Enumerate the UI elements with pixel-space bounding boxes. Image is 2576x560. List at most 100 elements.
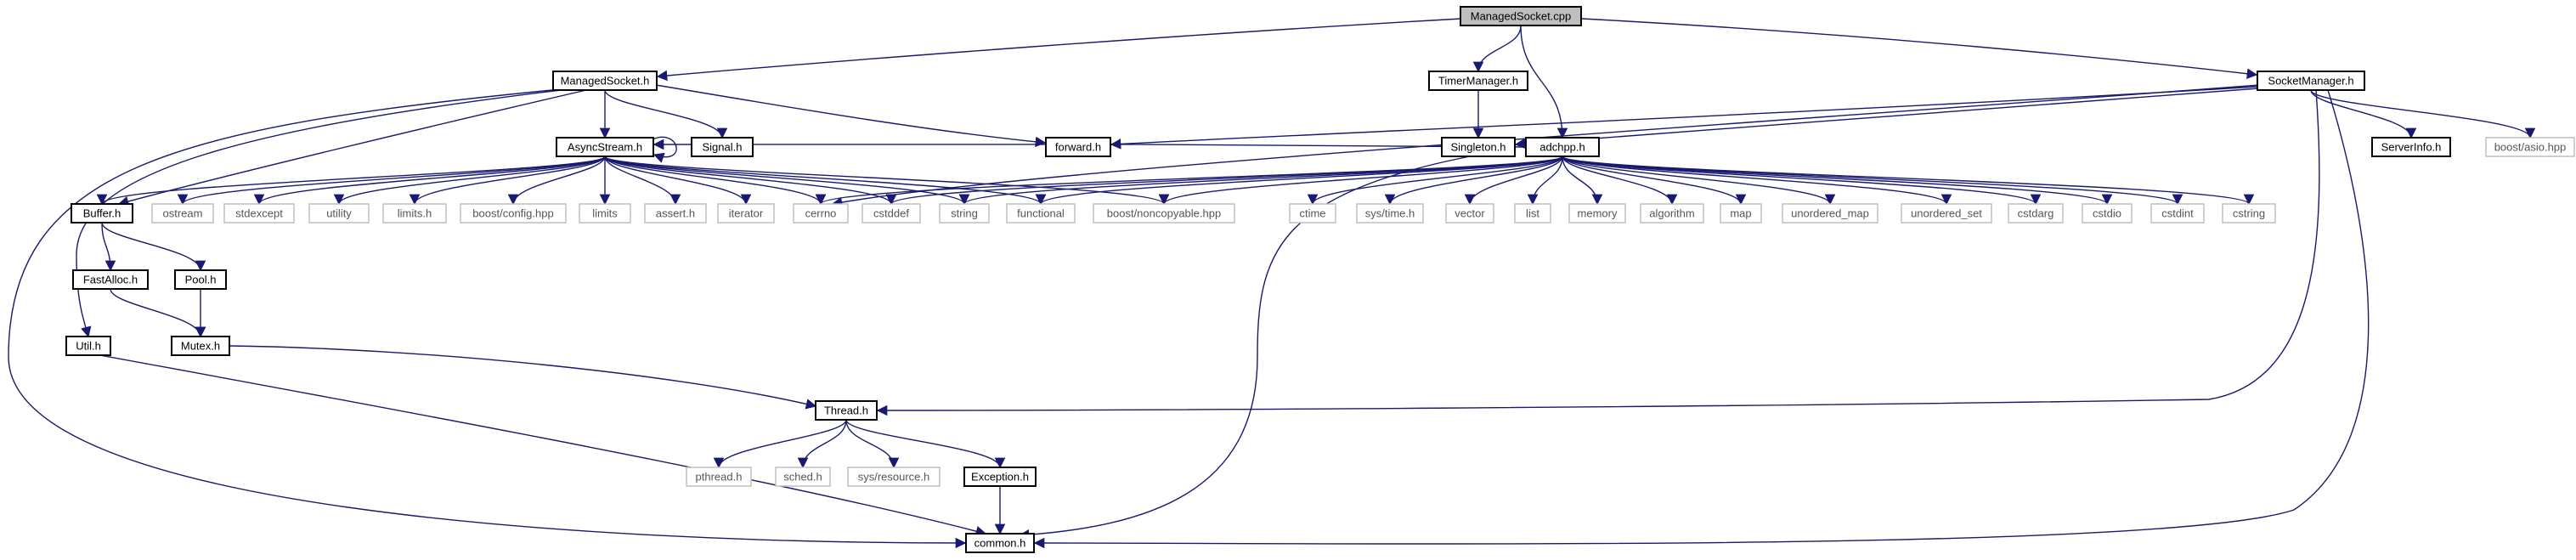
edge-asyncstream-h-to-asyncstream-h: [652, 136, 677, 163]
node-forward-h[interactable]: forward.h: [1045, 137, 1111, 157]
edge-managedsocket-h-to-common-h: [8, 89, 967, 549]
node-exception-h[interactable]: Exception.h: [963, 467, 1037, 487]
node-box: [1356, 203, 1424, 223]
node-label: pthread.h: [696, 470, 743, 483]
node-box: [965, 533, 1035, 553]
node-box: [2008, 203, 2064, 223]
node-label: iterator: [729, 206, 764, 219]
node-box: [1640, 203, 1704, 223]
node-box: [72, 269, 149, 290]
edge-asyncstream-h-to-cstddef: [604, 156, 897, 206]
edge-thread-h-to-pthread-h: [713, 419, 847, 469]
node-label: functional: [1017, 206, 1065, 219]
node-label: cstdio: [2093, 206, 2121, 219]
node-box: [1514, 203, 1551, 223]
edge-asyncstream-h-to-boost-noncopyable-hpp: [604, 156, 1170, 206]
node-box: [717, 203, 775, 223]
node-singleton-h[interactable]: Singleton.h: [1441, 137, 1516, 157]
node-label: limits: [592, 206, 618, 219]
node-label: FastAlloc.h: [83, 273, 138, 286]
node-label: SocketManager.h: [2268, 74, 2353, 87]
node-box: [1441, 137, 1516, 157]
node-signal-h[interactable]: Signal.h: [691, 137, 754, 157]
edge-fastalloc-h-to-mutex-h: [110, 288, 206, 338]
node-label: assert.h: [656, 206, 695, 219]
edge-managedsocket-h-to-buffer-h: [117, 89, 587, 207]
edge-asyncstream-h-to-limits-h: [409, 156, 606, 206]
node-box: [2082, 203, 2133, 223]
node-mutex-h[interactable]: Mutex.h: [171, 336, 230, 356]
node-thread-h[interactable]: Thread.h: [815, 400, 878, 421]
node-limits: limits: [579, 203, 631, 223]
node-label: stdexcept: [235, 206, 283, 219]
edge-managedsocket-h-to-util-h: [76, 89, 562, 338]
node-vector: vector: [1445, 203, 1494, 223]
node-string: string: [939, 203, 990, 223]
node-sys-time-h: sys/time.h: [1356, 203, 1424, 223]
edge-socketmanager-h-to-forward-h: [1110, 86, 2257, 150]
edge-asyncstream-h-to-boost-config-hpp: [507, 156, 606, 206]
node-label: cstdint: [2161, 206, 2194, 219]
edge-asyncstream-h-to-assert-h: [604, 156, 681, 206]
node-label: vector: [1455, 206, 1485, 219]
node-pthread-h: pthread.h: [686, 467, 752, 487]
node-box: [171, 336, 230, 356]
node-label: string: [951, 206, 978, 219]
node-label: cerrno: [805, 206, 837, 219]
edge-socketmanager-h-to-serverinfo-h: [2310, 89, 2417, 139]
node-label: unordered_map: [1791, 206, 1869, 219]
node-cstddef: cstddef: [861, 203, 921, 223]
edge-adchpp-h-to-algorithm: [1562, 156, 1678, 206]
node-box: [1289, 203, 1336, 223]
node-box: [1093, 203, 1235, 223]
node-asyncstream-h[interactable]: AsyncStream.h: [556, 137, 654, 157]
node-label: cstdarg: [2018, 206, 2054, 219]
node-label: AsyncStream.h: [568, 140, 642, 153]
node-box: [308, 203, 370, 223]
node-box: [1006, 203, 1076, 223]
edge-thread-h-to-sys-resource-h: [845, 419, 900, 469]
edge-adchpp-h-to-list: [1527, 156, 1563, 206]
edge-socketmanager-h-to-common-h: [1033, 89, 2370, 549]
node-managedsocket-h[interactable]: ManagedSocket.h: [552, 71, 658, 91]
node-managedsocket-cpp[interactable]: ManagedSocket.cpp: [1460, 6, 1582, 26]
node-adchpp-h[interactable]: adchpp.h: [1525, 137, 1600, 157]
edge-util-h-to-common-h: [99, 354, 987, 537]
edge-adchpp-h-to-sys-time-h: [1384, 156, 1563, 206]
node-buffer-h[interactable]: Buffer.h: [71, 203, 133, 223]
node-common-h[interactable]: common.h: [965, 533, 1035, 553]
node-box: [552, 71, 658, 91]
node-limits-h: limits.h: [382, 203, 447, 223]
edge-managedsocket-cpp-to-timermanager-h: [1472, 25, 1522, 73]
node-box: [223, 203, 295, 223]
node-label: common.h: [974, 536, 1026, 549]
node-box: [1720, 203, 1762, 223]
edge-mutex-h-to-thread-h: [229, 345, 817, 410]
node-socketmanager-h[interactable]: SocketManager.h: [2257, 71, 2365, 91]
node-label: map: [1730, 206, 1751, 219]
edge-asyncstream-h-to-stdexcept: [253, 156, 606, 206]
node-pool-h[interactable]: Pool.h: [174, 269, 227, 290]
edge-singleton-h-to-common-h: [1018, 156, 1471, 540]
node-label: algorithm: [1649, 206, 1694, 219]
edge-adchpp-h-to-memory: [1562, 156, 1603, 206]
node-sched-h: sched.h: [775, 467, 831, 487]
node-box: [1782, 203, 1878, 223]
node-label: sched.h: [783, 470, 822, 483]
node-label: ManagedSocket.cpp: [1471, 9, 1572, 22]
node-cstring: cstring: [2222, 203, 2276, 223]
node-timermanager-h[interactable]: TimerManager.h: [1428, 71, 1528, 91]
node-label: Util.h: [76, 339, 101, 352]
node-box: [2257, 71, 2365, 91]
node-serverinfo-h[interactable]: ServerInfo.h: [2371, 137, 2451, 157]
node-box: [556, 137, 654, 157]
node-label: ManagedSocket.h: [561, 74, 650, 87]
node-functional: functional: [1006, 203, 1076, 223]
node-util-h[interactable]: Util.h: [65, 336, 111, 356]
edge-adchpp-h-to-cstdarg: [1562, 156, 2042, 206]
node-stdexcept: stdexcept: [223, 203, 295, 223]
node-fastalloc-h[interactable]: FastAlloc.h: [72, 269, 149, 290]
node-ctime: ctime: [1289, 203, 1336, 223]
